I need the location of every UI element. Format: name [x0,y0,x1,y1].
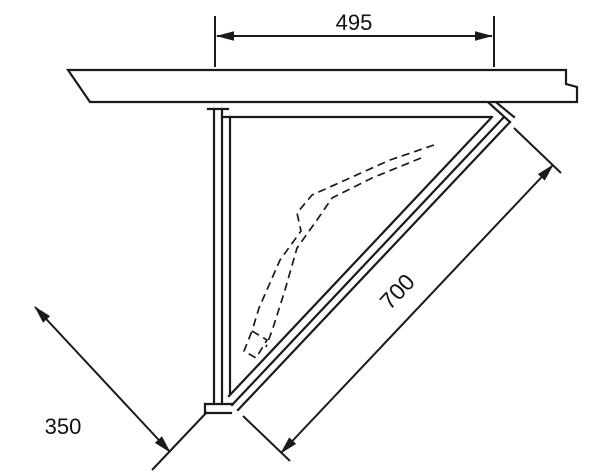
right-corner-cap-2 [495,101,516,119]
dimension-line-350 [34,306,171,453]
extension-line-700-bottom [242,415,291,462]
dimension-label-495: 495 [336,10,373,35]
shelf-outline [65,68,579,104]
dimension-label-700: 700 [375,269,420,315]
duct-hidden-line-lower [265,157,422,348]
dimension-495-group: 495 [214,10,495,67]
extension-line-700-top [513,127,562,174]
duct-hidden-end-loop [243,330,268,359]
dimension-350-group: 350 [34,306,208,471]
structure-outlines [65,68,579,415]
front-band-inner-edge [227,115,494,398]
dimension-label-350: 350 [45,414,82,439]
dimension-line-700 [280,164,554,454]
extension-line-350 [151,411,208,471]
dimension-700-group: 700 [242,127,562,462]
duct-hidden-line-upper [251,144,435,332]
front-band-outer-edge [236,120,512,412]
hidden-duct-lines [243,144,435,359]
right-corner-cap-1 [487,101,512,124]
